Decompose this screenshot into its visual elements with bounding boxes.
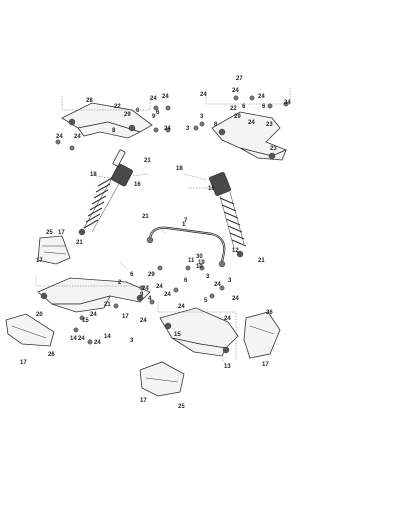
- callout-6-repeat: 6: [130, 272, 134, 278]
- callout-25: 25: [46, 230, 53, 236]
- callout-21-repeat: 21: [104, 302, 111, 308]
- callout-24-repeat: 24: [164, 126, 171, 132]
- callout-10: 10: [196, 264, 203, 270]
- upper-left-a-arm: [61, 96, 153, 139]
- callout-24-repeat: 24: [232, 88, 239, 94]
- callout-24-repeat: 24: [156, 284, 163, 290]
- callout-5: 5: [204, 298, 208, 304]
- callout-6-repeat: 6: [262, 104, 266, 110]
- left-shock-absorber: [78, 149, 133, 236]
- callout-18-repeat: 18: [176, 166, 183, 172]
- callout-24-repeat: 24: [232, 296, 239, 302]
- callout-26: 26: [266, 310, 273, 316]
- callout-16-repeat: 16: [208, 186, 215, 192]
- callout-13: 13: [224, 364, 231, 370]
- callout-23-repeat: 23: [270, 146, 277, 152]
- upper-right-a-arm: [205, 88, 291, 161]
- callout-24-repeat: 24: [214, 282, 221, 288]
- callout-29: 29: [124, 112, 131, 118]
- callout-24-repeat: 24: [248, 120, 255, 126]
- callout-22-repeat: 22: [230, 106, 237, 112]
- callout-3-repeat: 3: [206, 274, 210, 280]
- callout-labels: 28 22 29 24 6 3 8 9 10 11 12 13 14 15 16…: [36, 76, 273, 370]
- callout-17-repeat: 17: [20, 360, 27, 366]
- callout-26-repeat: 26: [48, 352, 55, 358]
- guard-plate-bottom: [139, 361, 185, 397]
- callout-25-repeat: 25: [178, 404, 185, 410]
- callout-24-repeat: 24: [94, 340, 101, 346]
- callout-29-repeat: 29: [148, 272, 155, 278]
- callout-8-repeat: 8: [214, 122, 218, 128]
- callout-3: 3: [186, 126, 190, 132]
- callout-1: 1: [182, 222, 186, 228]
- callout-27: 27: [236, 76, 243, 82]
- callout-9: 9: [152, 114, 156, 120]
- callout-6-repeat: 6: [156, 110, 160, 116]
- callout-29-repeat: 29: [234, 114, 241, 120]
- callout-8: 8: [112, 128, 116, 134]
- lower-right-a-arm: [157, 302, 239, 360]
- right-shock-absorber: [209, 172, 247, 258]
- callout-24-repeat: 24: [200, 92, 207, 98]
- callout-22: 22: [114, 104, 121, 110]
- callout-24-repeat: 24: [90, 312, 97, 318]
- callout-24-repeat: 24: [164, 292, 171, 298]
- callout-24-repeat: 24: [56, 134, 63, 140]
- callout-17-repeat: 17: [36, 258, 43, 264]
- stabilizer-bar: [146, 226, 226, 268]
- callout-3-repeat: 3: [200, 114, 204, 120]
- guard-plate-left-lower: [5, 313, 55, 347]
- callout-24: 24: [150, 96, 157, 102]
- callout-17-repeat: 17: [262, 362, 269, 368]
- callout-14-repeat: 14: [104, 334, 111, 340]
- callout-4: 4: [148, 296, 152, 302]
- lower-left-a-arm: [35, 276, 151, 313]
- callout-3-repeat: 3: [228, 278, 232, 284]
- callout-24-repeat: 24: [74, 134, 81, 140]
- callout-21: 21: [144, 158, 151, 164]
- callout-11: 11: [188, 258, 195, 264]
- callout-21-repeat: 21: [76, 240, 83, 246]
- callout-28: 28: [86, 98, 93, 104]
- guard-plate-right: [243, 311, 281, 359]
- callout-14: 14: [70, 336, 77, 342]
- callout-24-repeat: 24: [284, 100, 291, 106]
- guard-plate-left-upper: [37, 235, 71, 265]
- callout-24-repeat: 24: [258, 94, 265, 100]
- callout-24-repeat: 24: [140, 318, 147, 324]
- callout-21-repeat: 21: [258, 258, 265, 264]
- callout-17: 17: [58, 230, 65, 236]
- callout-30: 30: [196, 254, 203, 260]
- callout-12: 12: [232, 248, 239, 254]
- callout-15: 15: [82, 318, 89, 324]
- callout-2: 2: [118, 280, 122, 286]
- callout-19: 19: [198, 260, 205, 266]
- callout-23: 23: [266, 122, 273, 128]
- callout-15-repeat: 15: [174, 332, 181, 338]
- callout-17-repeat: 17: [140, 398, 147, 404]
- callout-17-repeat: 17: [122, 314, 129, 320]
- callout-20: 20: [36, 312, 43, 318]
- callout-7: 7: [184, 218, 188, 224]
- leader-lines: [95, 173, 227, 367]
- callout-9-repeat: 9: [140, 292, 144, 298]
- callout-6-repeat: 6: [184, 278, 188, 284]
- hardware-bolts: [55, 95, 289, 345]
- callout-21-repeat: 21: [142, 214, 149, 220]
- callout-24-repeat: 24: [224, 316, 231, 322]
- callout-16: 16: [134, 182, 141, 188]
- callout-3-repeat: 3: [130, 338, 134, 344]
- callout-24-repeat: 24: [162, 94, 169, 100]
- callout-6-repeat: 6: [242, 104, 246, 110]
- callout-18: 18: [90, 172, 97, 178]
- callout-24-repeat: 24: [78, 336, 85, 342]
- callout-24-repeat: 24: [142, 286, 149, 292]
- callout-6: 6: [136, 108, 140, 114]
- callout-24-repeat: 24: [178, 304, 185, 310]
